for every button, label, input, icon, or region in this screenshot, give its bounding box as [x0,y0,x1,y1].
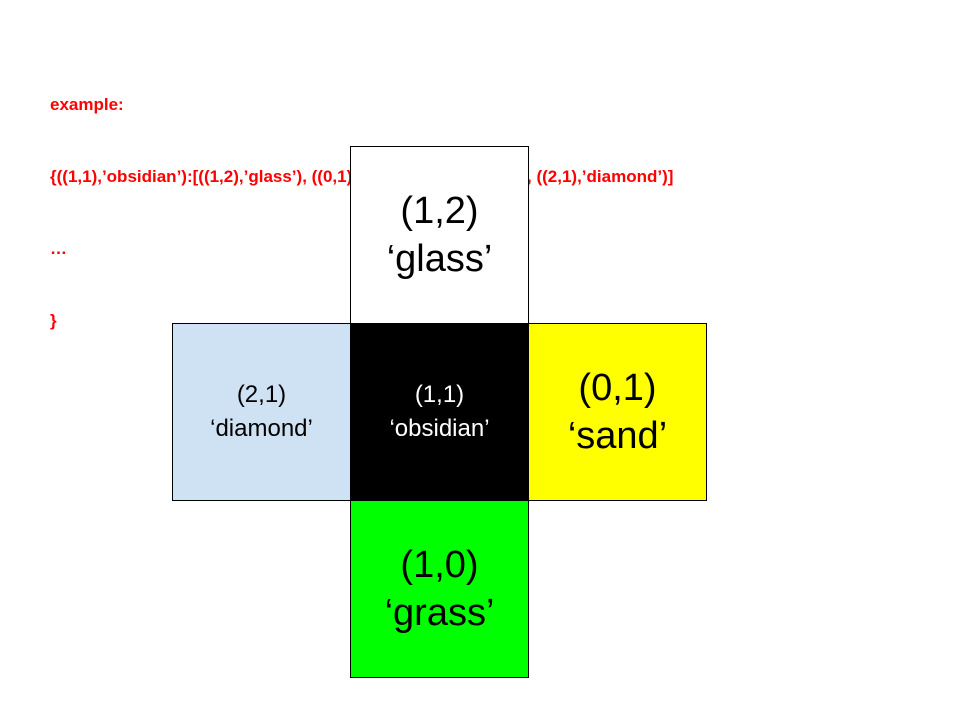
example-ellipsis: … [50,239,67,258]
cell-glass: (1,2) ‘glass’ [350,146,529,324]
cell-coord: (1,0) [400,544,479,586]
cell-grass: (1,0) ‘grass’ [350,500,529,678]
cell-coord: (1,1) [414,381,465,408]
cell-obsidian: (1,1) ‘obsidian’ [350,323,529,501]
cell-name: ‘sand’ [567,415,668,457]
cell-name: ‘obsidian’ [389,415,490,442]
cell-name: ‘grass’ [384,592,495,634]
example-heading: example: [50,95,124,114]
cell-coord: (2,1) [236,381,287,408]
cell-sand: (0,1) ‘sand’ [528,323,707,501]
example-closing-brace: } [50,311,57,330]
cell-name: ‘glass’ [386,238,493,280]
cell-coord: (1,2) [400,190,479,232]
cell-coord: (0,1) [578,367,657,409]
cell-name: ‘diamond’ [210,415,313,442]
cell-diamond: (2,1) ‘diamond’ [172,323,351,501]
